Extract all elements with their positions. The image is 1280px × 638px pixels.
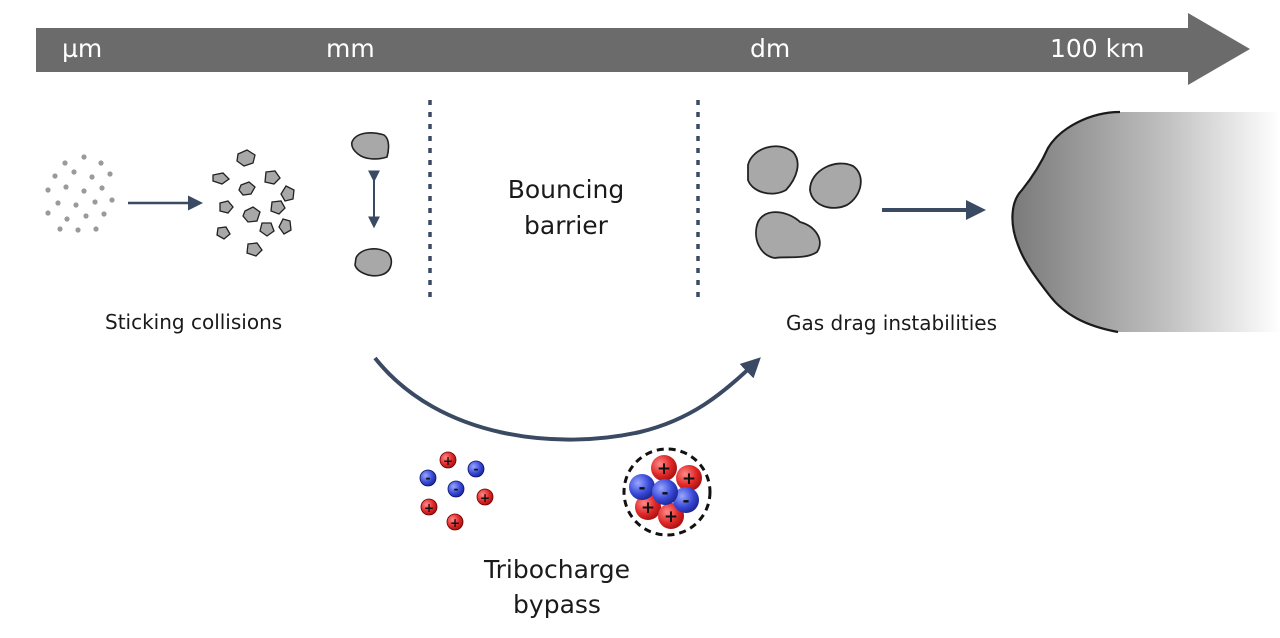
- positive-sign: +: [443, 454, 453, 468]
- cluster-boundary: [622, 447, 712, 537]
- positive-grain: +: [446, 513, 464, 531]
- pebble-1: [747, 145, 799, 195]
- negative-grain: -: [419, 469, 437, 487]
- positive-sign: +: [664, 507, 678, 527]
- negative-sign: -: [454, 482, 459, 496]
- positive-grain: +: [676, 465, 702, 491]
- negative-grain: -: [467, 460, 485, 478]
- scale-label-micrometer: µm: [62, 34, 102, 63]
- positive-sign: +: [480, 491, 490, 505]
- negative-grain: -: [629, 474, 655, 500]
- tribocharge-label-line2: bypass: [513, 590, 601, 619]
- gas-drag-label: Gas drag instabilities: [786, 311, 997, 335]
- positive-sign: +: [424, 501, 434, 515]
- scale-label-100km: 100 km: [1050, 34, 1145, 63]
- negative-grain: -: [447, 480, 465, 498]
- scale-label-millimeter: mm: [326, 34, 375, 63]
- bouncing-barrier-label-line1: Bouncing: [508, 175, 625, 204]
- negative-sign: -: [661, 483, 668, 503]
- grain-top: [350, 132, 390, 160]
- positive-grain: +: [476, 488, 494, 506]
- positive-sign: +: [682, 469, 696, 489]
- bouncing-grains: [350, 132, 393, 277]
- negative-sign: -: [682, 491, 689, 511]
- negative-sign: -: [426, 471, 431, 485]
- tribocharge-label-line1: Tribocharge: [483, 555, 630, 584]
- positive-grain: +: [635, 494, 661, 520]
- negative-grain: -: [673, 487, 699, 513]
- large-pebbles: [747, 145, 862, 259]
- positive-sign: +: [657, 459, 671, 479]
- pebble-2: [809, 162, 862, 209]
- grain-bottom: [354, 248, 393, 277]
- pebble-3: [755, 211, 821, 259]
- negative-sign: -: [638, 478, 645, 498]
- planetesimal-outline: [1011, 110, 1121, 334]
- small-aggregates: [212, 149, 295, 257]
- negative-sign: -: [474, 462, 479, 476]
- bypass-arrow: [373, 356, 761, 442]
- positive-sign: +: [450, 516, 460, 530]
- negative-grain: -: [652, 479, 678, 505]
- scale-bar-arrow: [36, 13, 1250, 85]
- planetesimal: [1012, 112, 1280, 332]
- positive-grain: +: [420, 498, 438, 516]
- positive-sign: +: [641, 498, 655, 518]
- dust-particles: [45, 154, 115, 233]
- separate-charged-grains: + - - - + + +: [419, 451, 494, 531]
- bouncing-barrier-label-line2: barrier: [524, 211, 609, 240]
- charged-cluster: + + + + - - -: [622, 447, 712, 537]
- positive-grain: +: [439, 451, 457, 469]
- scale-label-decimeter: dm: [750, 34, 790, 63]
- positive-grain: +: [651, 455, 677, 481]
- size-scale-bar: µm mm dm 100 km: [36, 13, 1250, 85]
- sticking-collisions-label: Sticking collisions: [105, 310, 282, 334]
